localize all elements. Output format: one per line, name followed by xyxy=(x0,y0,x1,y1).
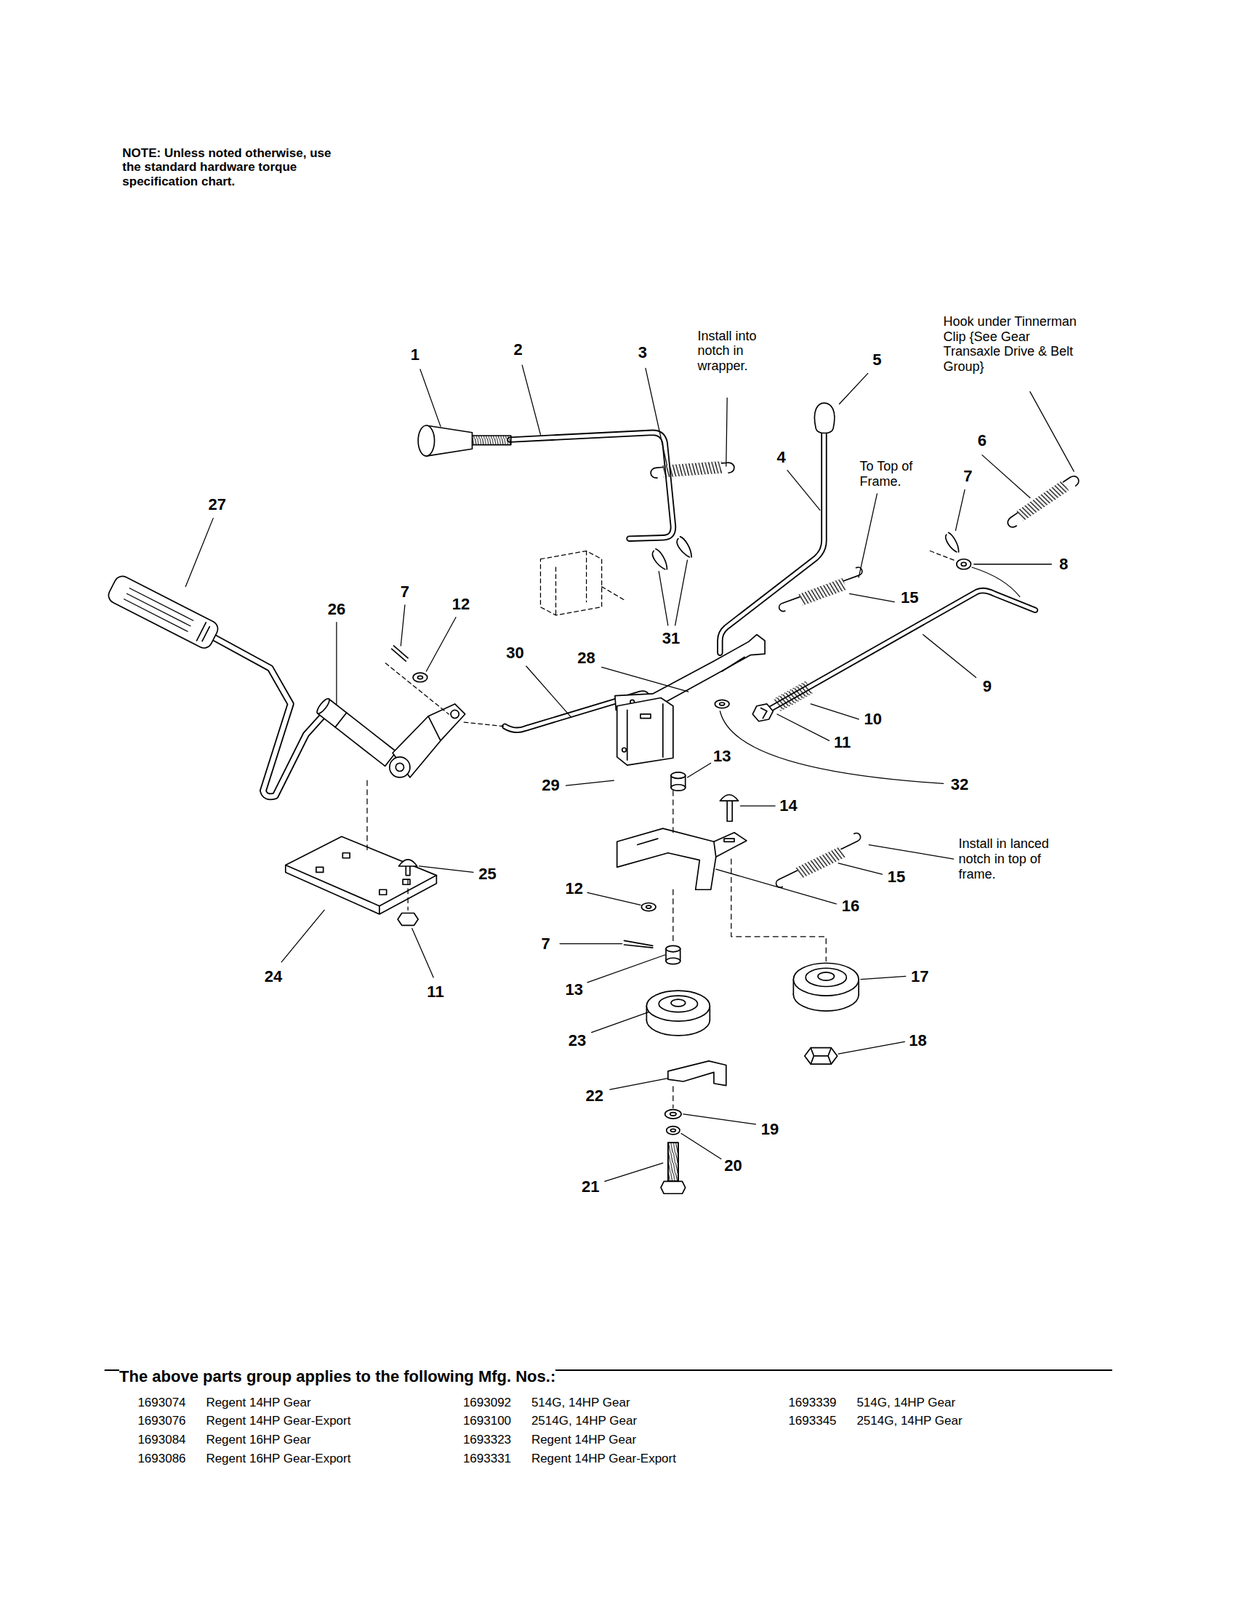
callout-number: 6 xyxy=(976,431,988,450)
table-cell: 1693339 xyxy=(788,1395,837,1410)
table-cell: Regent 14HP Gear xyxy=(205,1395,311,1410)
callout-number: 13 xyxy=(711,746,733,765)
table-cell: 1693345 xyxy=(788,1413,837,1428)
nut xyxy=(804,1047,838,1064)
table-cell: 1693076 xyxy=(137,1413,186,1428)
callout-number: 13 xyxy=(564,980,585,999)
callout-number: 15 xyxy=(886,868,907,887)
table-cell: 1693084 xyxy=(137,1432,186,1447)
bolt xyxy=(660,1142,686,1194)
cotter-pin xyxy=(652,536,693,570)
bushing xyxy=(671,772,686,791)
callout-number: 2 xyxy=(511,340,524,360)
washer xyxy=(624,902,656,948)
bolt xyxy=(719,794,738,821)
table-cell: 514G, 14HP Gear xyxy=(856,1395,956,1410)
bracket xyxy=(668,1060,727,1086)
annotation: To Top of Frame. xyxy=(860,458,933,489)
annotation: Install in lanced notch in top of frame. xyxy=(958,836,1070,882)
spring xyxy=(1004,471,1082,529)
callout-number: 17 xyxy=(909,966,930,986)
bracket xyxy=(617,697,674,766)
spring xyxy=(649,460,735,479)
table-cell: Regent 16HP Gear-Export xyxy=(205,1451,351,1466)
callout-number: 10 xyxy=(862,709,884,728)
table-cell: Regent 16HP Gear xyxy=(205,1432,311,1447)
callout-number: 24 xyxy=(263,966,284,986)
callout-number: 9 xyxy=(981,676,994,696)
callout-number: 7 xyxy=(539,934,552,953)
table-cell: 2514G, 14HP Gear xyxy=(856,1413,962,1428)
table-heading: The above parts group applies to the fol… xyxy=(119,1366,556,1385)
callout-number: 23 xyxy=(567,1030,588,1050)
callout-number: 28 xyxy=(575,648,597,667)
bushing xyxy=(665,945,681,964)
callout-number: 7 xyxy=(399,582,411,601)
callout-number: 29 xyxy=(540,776,561,795)
note-text: NOTE: Unless noted otherwise, use the st… xyxy=(122,146,348,190)
pulley xyxy=(646,990,710,1036)
callout-number: 19 xyxy=(759,1119,781,1138)
callout-number: 8 xyxy=(1057,554,1070,573)
spring xyxy=(774,565,866,613)
table-cell: 1693100 xyxy=(463,1413,512,1428)
dashed-bracket xyxy=(540,551,624,616)
table-cell: 1693092 xyxy=(463,1395,512,1410)
table-cell: 514G, 14HP Gear xyxy=(531,1395,631,1410)
table-cell: Regent 14HP Gear-Export xyxy=(531,1451,677,1466)
mount-plate xyxy=(285,836,437,914)
table-cell: 1693074 xyxy=(137,1395,186,1410)
callout-number: 7 xyxy=(961,466,974,485)
callout-number: 32 xyxy=(949,774,970,794)
callout-number: 12 xyxy=(564,878,585,898)
callout-number: 15 xyxy=(899,588,920,607)
annotation: Hook under Tinnerman Clip {See Gear Tran… xyxy=(943,314,1081,375)
table-cell: 1693331 xyxy=(463,1451,512,1466)
callout-number: 1 xyxy=(409,346,421,365)
annotation: Install into notch in wrapper. xyxy=(697,328,780,374)
washer xyxy=(714,699,730,708)
knob xyxy=(814,402,834,433)
knob xyxy=(418,425,512,456)
washer xyxy=(385,645,505,727)
table-cell: 1693086 xyxy=(137,1451,186,1466)
table-cell: Regent 14HP Gear-Export xyxy=(205,1413,351,1428)
callout-number: 16 xyxy=(840,896,861,915)
alignment-line xyxy=(367,780,826,1108)
callout-number: 31 xyxy=(660,629,682,648)
table-cell: 2514G, 14HP Gear xyxy=(531,1413,637,1428)
callout-number: 14 xyxy=(777,796,799,815)
washer xyxy=(929,532,1020,597)
callout-number: 4 xyxy=(774,447,787,467)
table-cell: Regent 14HP Gear xyxy=(531,1432,637,1447)
spring xyxy=(773,680,813,712)
callout-number: 26 xyxy=(326,599,347,618)
callout-number: 25 xyxy=(476,865,498,884)
pulley xyxy=(793,962,859,1011)
nut xyxy=(752,703,773,722)
bolt xyxy=(397,859,419,925)
callout-number: 22 xyxy=(584,1086,605,1105)
leader-line xyxy=(185,364,1074,1181)
callout-number: 30 xyxy=(504,643,525,662)
callout-number: 3 xyxy=(636,343,649,363)
spring xyxy=(771,831,866,890)
lever-bracket xyxy=(615,634,765,711)
callout-number: 18 xyxy=(907,1030,928,1050)
callout-number: 5 xyxy=(870,351,883,370)
callout-number: 20 xyxy=(722,1156,743,1175)
callout-number: 27 xyxy=(207,495,228,514)
washer xyxy=(665,1109,682,1135)
table-cell: 1693323 xyxy=(463,1432,512,1447)
callout-number: 12 xyxy=(450,594,472,613)
grip xyxy=(106,573,222,651)
bracket xyxy=(617,828,747,890)
callout-number: 21 xyxy=(580,1177,601,1196)
callout-number: 11 xyxy=(425,982,445,1001)
callout-number: 11 xyxy=(832,733,853,752)
rod xyxy=(214,432,1036,797)
